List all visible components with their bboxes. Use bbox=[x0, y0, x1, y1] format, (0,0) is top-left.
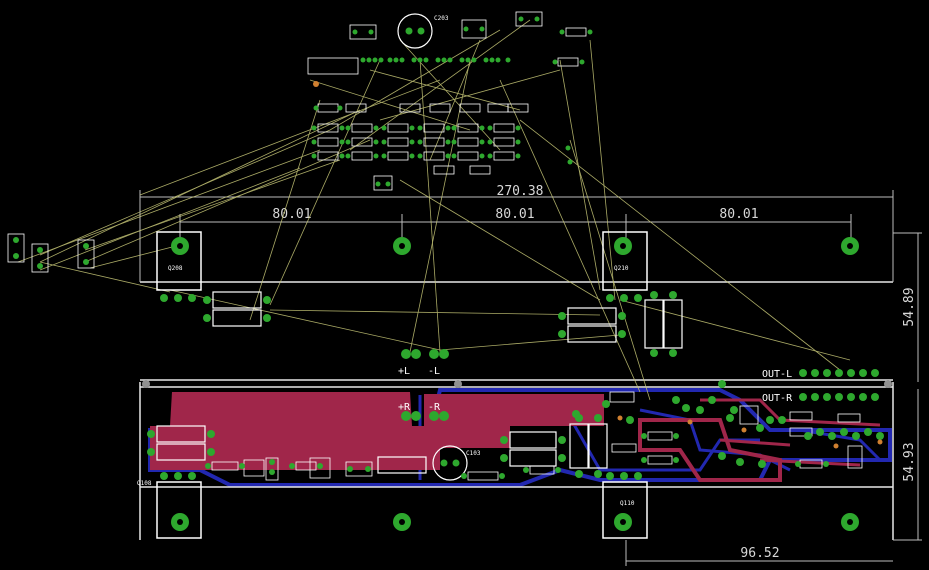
transistor-q110[interactable]: Q110 bbox=[602, 472, 648, 539]
label-out-r: OUT-R bbox=[762, 393, 793, 404]
unplaced-component-pads bbox=[311, 16, 593, 187]
label-q210: Q210 bbox=[614, 265, 629, 272]
mounting-holes bbox=[171, 237, 859, 531]
label-plus-r: +R bbox=[398, 402, 411, 413]
output-header-r[interactable]: OUT-R bbox=[762, 393, 879, 404]
capacitor-c103[interactable]: C103 bbox=[432, 445, 481, 481]
dimension-lines bbox=[139, 190, 922, 566]
label-q208: Q208 bbox=[168, 265, 183, 272]
power-resistors-lower[interactable] bbox=[156, 423, 608, 474]
loose-parts-left[interactable] bbox=[7, 233, 95, 273]
label-c203: C203 bbox=[434, 15, 449, 22]
label-out-l: OUT-L bbox=[762, 369, 792, 380]
label-minus-r: -R bbox=[428, 402, 441, 413]
unplaced-components-cluster[interactable] bbox=[307, 11, 587, 191]
capacitor-c203[interactable]: C203 bbox=[397, 13, 449, 49]
power-terminal-r[interactable]: +R -R bbox=[398, 402, 449, 421]
loose-parts-left-pads bbox=[13, 237, 89, 269]
dimension-bottom-width: 96.52 bbox=[740, 546, 779, 561]
transistor-q108[interactable]: Q108 bbox=[137, 472, 202, 539]
dimension-total-width: 270.38 bbox=[497, 184, 544, 199]
power-resistors-upper[interactable] bbox=[212, 291, 683, 349]
airwire-ratsnest bbox=[17, 19, 851, 401]
transistor-q210[interactable]: Q210 bbox=[602, 231, 648, 302]
label-q110: Q110 bbox=[620, 500, 635, 507]
board-outline bbox=[139, 281, 894, 540]
resistor-pads-upper bbox=[203, 291, 677, 357]
power-terminal-l[interactable]: +L -L bbox=[398, 349, 449, 377]
dimension-segment-3: 80.01 bbox=[719, 207, 758, 222]
output-header-l[interactable]: OUT-L bbox=[762, 369, 879, 380]
resistor-pads-lower bbox=[147, 414, 602, 478]
dimension-segment-1: 80.01 bbox=[272, 207, 311, 222]
label-plus-l: +L bbox=[398, 366, 410, 377]
label-q108: Q108 bbox=[137, 480, 152, 487]
transistor-q208[interactable]: Q208 bbox=[156, 231, 202, 302]
lower-board-small-pads bbox=[205, 380, 884, 479]
dimension-segment-2: 80.01 bbox=[495, 207, 534, 222]
label-c103: C103 bbox=[466, 450, 481, 457]
dimension-height-upper: 54.89 bbox=[902, 287, 917, 326]
top-copper-layer bbox=[150, 392, 881, 482]
separator-vias bbox=[142, 380, 892, 388]
lower-board-orange-vias bbox=[617, 415, 883, 449]
dimension-height-lower: 54.93 bbox=[902, 442, 917, 481]
label-minus-l: -L bbox=[428, 366, 440, 377]
